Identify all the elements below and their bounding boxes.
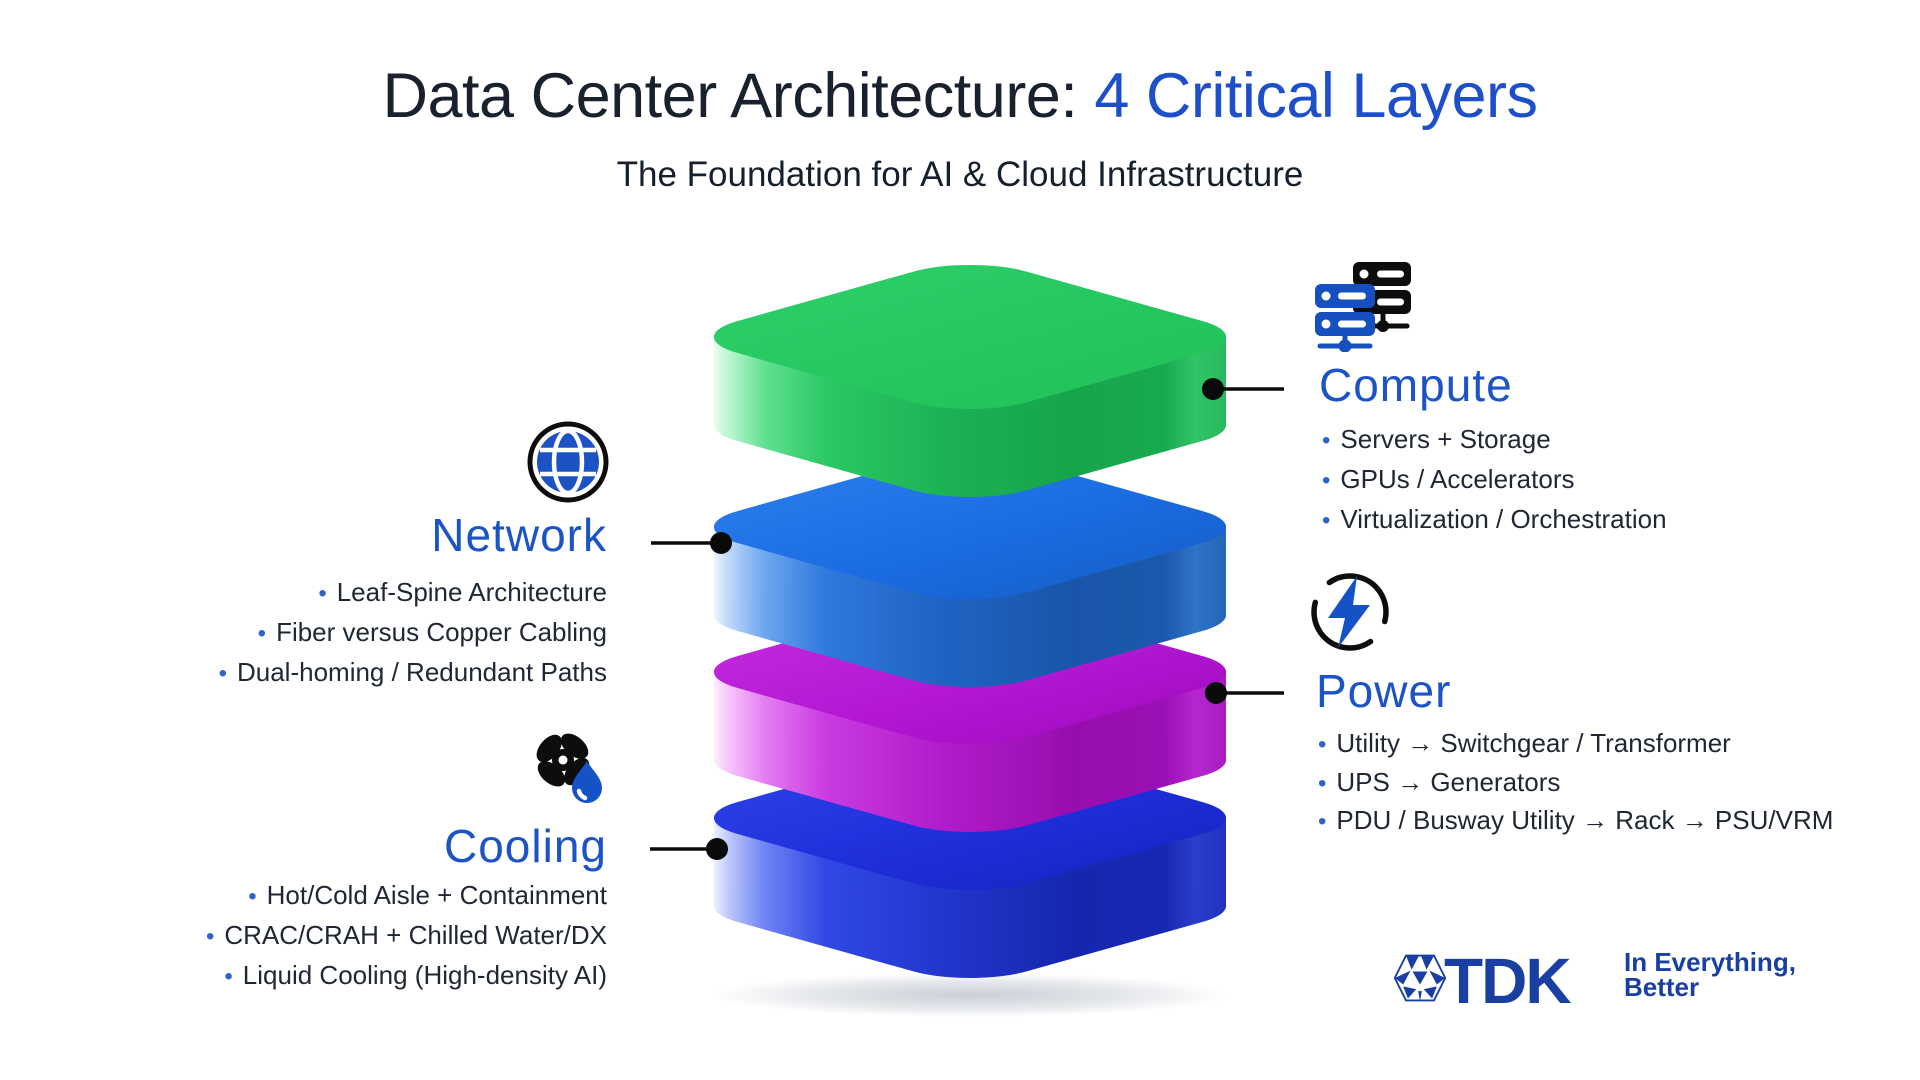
power-heading: Power	[1316, 665, 1452, 717]
bullet-text: Servers + Storage	[1340, 424, 1551, 454]
list-item: • Dual-homing / Redundant Paths	[0, 653, 607, 693]
bullet-dot: •	[1318, 808, 1327, 835]
connector-lines	[650, 387, 1284, 851]
list-item: • CRAC/CRAH + Chilled Water/DX	[0, 916, 607, 956]
bullet-dot: •	[224, 963, 233, 990]
bullet-text: Hot/Cold Aisle + Containment	[266, 880, 607, 910]
list-item: • GPUs / Accelerators	[1322, 460, 1667, 500]
tdk-tagline-line2: Better	[1624, 972, 1700, 1002]
network-connector-dot	[710, 532, 732, 554]
network-heading: Network	[431, 509, 607, 561]
power-connector-dot	[1205, 682, 1227, 704]
cooling-bullet-list: • Hot/Cold Aisle + Containment • CRAC/CRAH…	[0, 876, 607, 996]
compute-connector-dot	[1202, 378, 1224, 400]
tdk-tagline: In Everything, Better	[1624, 947, 1796, 1002]
bullet-dot: •	[1318, 731, 1327, 758]
bullet-text: Dual-homing / Redundant Paths	[236, 657, 607, 687]
bullet-dot: •	[1322, 427, 1331, 454]
tdk-tagline-line1: In Everything,	[1624, 947, 1796, 977]
list-item: • Hot/Cold Aisle + Containment	[0, 876, 607, 916]
fan-droplet-icon	[536, 733, 602, 803]
list-item: • Leaf-Spine Architecture	[0, 573, 607, 613]
list-item: • PDU / Busway Utility → Rack → PSU/VRM	[1318, 802, 1833, 841]
list-item: • Liquid Cooling (High-density AI)	[0, 956, 607, 996]
bullet-dot: •	[248, 883, 257, 910]
page-title: Data Center Architecture: 4 Critical Lay…	[0, 60, 1920, 132]
tdk-emblem-icon	[1393, 954, 1447, 1002]
bullet-text: PDU / Busway Utility → Rack → PSU/VRM	[1336, 805, 1834, 835]
list-item: • UPS → Generators	[1318, 764, 1833, 803]
power-bullet-list: • Utility → Switchgear / Transformer • UPS…	[1318, 725, 1833, 841]
bullet-dot: •	[318, 580, 327, 607]
bullet-dot: •	[257, 620, 267, 647]
list-item: • Utility → Switchgear / Transformer	[1318, 725, 1833, 764]
bullet-dot: •	[205, 923, 215, 950]
page-title-highlight: 4 Critical Layers	[1094, 61, 1538, 131]
bullet-dot: •	[1322, 507, 1331, 534]
page-title-prefix: Data Center Architecture:	[382, 61, 1095, 131]
compute-bullet-list: •Servers + Storage •GPUs / Accelerators …	[1322, 420, 1667, 540]
page-subtitle: The Foundation for AI & Cloud Infrastruc…	[616, 155, 1304, 194]
bullet-text: Liquid Cooling (High-density AI)	[242, 960, 607, 990]
server-stack-icon	[1315, 262, 1411, 352]
list-item: • Fiber versus Copper Cabling	[0, 613, 607, 653]
bullet-text: Utility → Switchgear / Transformer	[1336, 728, 1731, 758]
tdk-logo: TDK In Everything, Better	[1388, 944, 1888, 1054]
bullet-dot: •	[1322, 467, 1331, 494]
bullet-text: Leaf-Spine Architecture	[336, 577, 607, 607]
bullet-text: UPS → Generators	[1336, 766, 1561, 797]
cooling-heading: Cooling	[444, 820, 607, 872]
stack-layer-network	[713, 455, 1227, 687]
list-item: • Servers + Storage	[1322, 420, 1667, 460]
bullet-text: GPUs / Accelerators	[1340, 464, 1575, 494]
bullet-text: CRAC/CRAH + Chilled Water/DX	[224, 920, 607, 950]
power-bolt-icon	[1311, 573, 1389, 651]
cooling-connector-dot	[706, 838, 728, 860]
bullet-dot: •	[1318, 769, 1327, 797]
bullet-dot: •	[218, 660, 227, 687]
tdk-wordmark: TDK	[1444, 945, 1572, 1017]
stack-layer-cooling	[713, 746, 1227, 978]
connector-dots	[706, 378, 1227, 860]
layer-shadow	[712, 973, 1228, 1017]
globe-icon	[527, 421, 609, 503]
stack-layer-compute	[713, 265, 1227, 497]
list-item: • Virtualization / Orchestration	[1322, 500, 1667, 540]
compute-heading: Compute	[1319, 359, 1513, 411]
network-bullet-list: • Leaf-Spine Architecture • Fiber versus C…	[0, 573, 607, 693]
bullet-text: Virtualization / Orchestration	[1340, 504, 1667, 534]
bullet-text: Fiber versus Copper Cabling	[276, 617, 607, 647]
